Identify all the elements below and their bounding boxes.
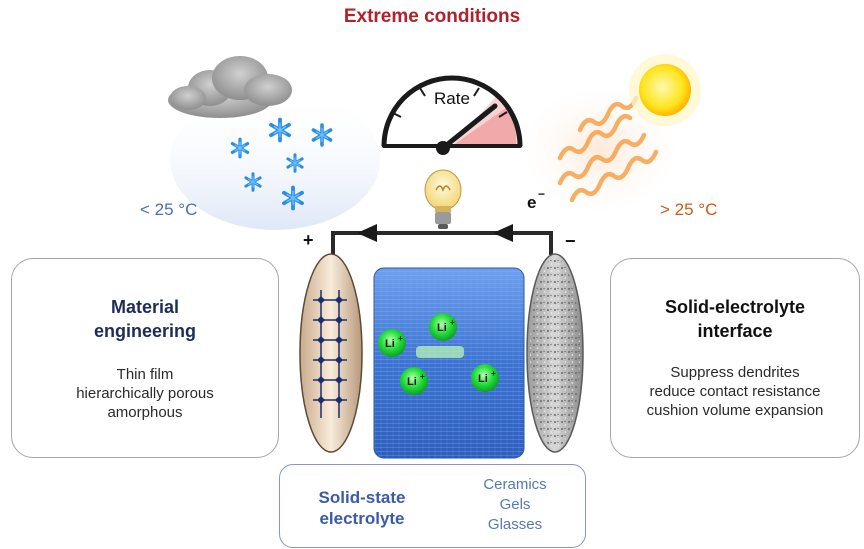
heading-line: Solid-state	[318, 488, 406, 507]
heading-line: electrolyte	[319, 509, 405, 528]
lithium-ion: Li +	[429, 313, 457, 341]
electrolyte-types: Ceramics Gels Glasses	[470, 475, 560, 535]
lithium-ion: Li +	[378, 329, 406, 357]
solid-electrolyte-interface-card: Solid-electrolyte interface Suppress den…	[610, 258, 860, 458]
positive-pole-label: +	[303, 230, 314, 250]
card-line: hierarchically porous	[76, 385, 214, 402]
card-line: Suppress dendrites	[670, 364, 800, 381]
ion-label: Li	[478, 373, 488, 385]
negative-pole-label: −	[565, 231, 576, 251]
lithium-ion: Li +	[400, 367, 428, 395]
cold-glow	[170, 90, 380, 230]
card-heading: Material engineering	[12, 259, 278, 343]
heat-wave-icons	[557, 95, 659, 203]
high-temperature-label: > 25 °C	[660, 200, 718, 219]
gauge-label: Rate	[434, 89, 470, 108]
ion-label: Li	[385, 338, 395, 350]
electrolyte-heading: Solid-state electrolyte	[302, 487, 422, 529]
ion-charge: +	[420, 372, 425, 381]
electron-charge: −	[538, 187, 545, 201]
heading-line: interface	[697, 321, 773, 341]
electrolyte-type: Ceramics	[483, 476, 547, 493]
current-arrow-icon	[493, 224, 513, 242]
heading-line: Material	[110, 297, 180, 317]
current-arrow-icon	[357, 224, 377, 242]
rate-gauge-icon	[381, 75, 523, 155]
card-line: amorphous	[107, 404, 183, 421]
electrolyte-type: Gels	[499, 496, 531, 513]
ion-charge: +	[450, 318, 455, 327]
card-line: cushion volume expansion	[646, 402, 824, 419]
heading-line: Solid-electrolyte	[664, 297, 806, 317]
sun-icon	[629, 54, 701, 126]
anode-electrode	[526, 253, 584, 453]
electrolyte-type: Glasses	[487, 516, 543, 533]
card-heading: Solid-electrolyte interface	[611, 259, 859, 343]
cathode-electrode	[299, 253, 363, 453]
solid-state-electrolyte-box: Solid-state electrolyte Ceramics Gels Gl…	[279, 464, 586, 548]
ion-charge: +	[491, 369, 496, 378]
cloud-icon	[168, 56, 292, 118]
electrolyte-block	[373, 267, 525, 459]
low-temperature-label: < 25 °C	[140, 200, 198, 219]
lithium-ion: Li +	[471, 364, 499, 392]
electron-label: e	[527, 193, 536, 212]
ion-charge: +	[398, 334, 403, 343]
light-bulb-icon	[424, 169, 462, 229]
card-line: Thin film	[116, 366, 174, 383]
circuit-wire	[331, 231, 553, 255]
heading-line: engineering	[93, 321, 196, 341]
card-line: reduce contact resistance	[649, 383, 821, 400]
material-engineering-card: Material engineering Thin film hierarchi…	[11, 258, 279, 458]
diagram-title: Extreme conditions	[343, 6, 521, 27]
ion-label: Li	[407, 376, 417, 388]
ion-label: Li	[437, 322, 447, 334]
